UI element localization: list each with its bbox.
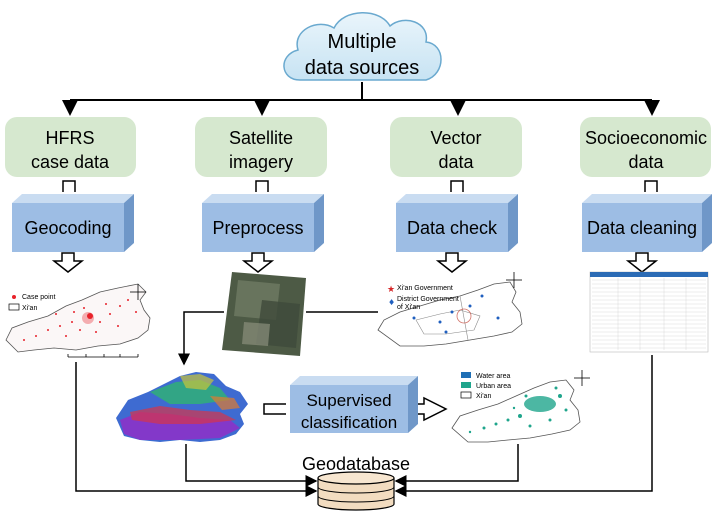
classified-raster-map [116, 372, 248, 442]
vector-legend-government: Xi'an Government [397, 285, 453, 292]
case-boundary-legend-label: Xi'an [22, 305, 37, 312]
cloud-label-line2: data sources [305, 57, 420, 79]
process-data-check-label: Data check [407, 218, 498, 238]
source-box-socioeconomic: Socioeconomic data [580, 117, 711, 177]
source-satellite-line1: Satellite [229, 128, 293, 148]
water-area-legend-label: Water area [476, 373, 510, 380]
source-box-satellite: Satellite imagery [195, 117, 327, 177]
vector-data-map: ★ Xi'an Government ♦ District Government… [377, 272, 523, 347]
compass-icon [506, 272, 522, 288]
landuse-boundary-legend-box [460, 391, 472, 399]
hollow-down-arrows [51, 252, 659, 273]
classification-label-line2: classification [301, 413, 397, 432]
water-area-legend-swatch [461, 372, 471, 378]
landuse-boundary-legend-label: Xi'an [476, 393, 491, 400]
process-box-geocoding: Geocoding [12, 194, 134, 252]
geodatabase-label: Geodatabase [302, 454, 410, 474]
source-box-hfrs: HFRS case data [5, 117, 136, 177]
district-points [412, 294, 500, 334]
vector-legend-district-2: of Xi'an [397, 304, 420, 311]
process-box-data-check: Data check [396, 194, 518, 252]
process-box-supervised-classification: Supervised classification [290, 376, 418, 433]
scale-bar [67, 354, 139, 358]
data-sources-cloud: Multiple data sources [283, 12, 442, 81]
satellite-image [222, 272, 306, 356]
source-hfrs-line2: case data [31, 152, 110, 172]
source-hfrs-line1: HFRS [46, 128, 95, 148]
source-box-vector: Vector data [390, 117, 522, 177]
source-socio-line2: data [628, 152, 664, 172]
compass-icon [130, 284, 146, 300]
source-satellite-line2: imagery [229, 152, 293, 172]
process-preprocess-label: Preprocess [212, 218, 303, 238]
compass-icon [574, 370, 590, 386]
top-branch-arrows [62, 82, 660, 116]
cloud-label-line1: Multiple [328, 31, 397, 53]
case-point-map: Case point Xi'an [5, 283, 151, 358]
classification-label-line1: Supervised [306, 391, 391, 410]
process-box-data-cleaning: Data cleaning [582, 194, 712, 252]
to-geodatabase-arrows [75, 355, 653, 497]
land-use-map: Water area Urban area Xi'an [451, 370, 590, 443]
case-point-legend-dot [12, 295, 16, 299]
urban-area-legend-label: Urban area [476, 383, 511, 390]
socioeconomic-table [589, 271, 709, 353]
urban-area-legend-swatch [461, 382, 471, 388]
case-boundary-legend-box [8, 303, 20, 311]
urban-area-pattern [468, 386, 568, 434]
geodatabase-icon: Geodatabase [302, 454, 410, 511]
government-star-icon: ★ [387, 285, 395, 295]
process-data-cleaning-label: Data cleaning [587, 218, 697, 238]
satellite-to-classification-arrows [178, 311, 378, 366]
source-socio-line1: Socioeconomic [585, 128, 707, 148]
process-geocoding-label: Geocoding [24, 218, 111, 238]
source-vector-line1: Vector [430, 128, 481, 148]
vector-legend-district-1: District Government [397, 296, 459, 303]
district-diamond-icon: ♦ [388, 298, 395, 307]
case-point-cluster [23, 299, 137, 341]
case-point-legend-label: Case point [22, 294, 56, 301]
source-process-connectors [62, 180, 658, 192]
source-vector-line2: data [438, 152, 474, 172]
process-box-preprocess: Preprocess [202, 194, 324, 252]
